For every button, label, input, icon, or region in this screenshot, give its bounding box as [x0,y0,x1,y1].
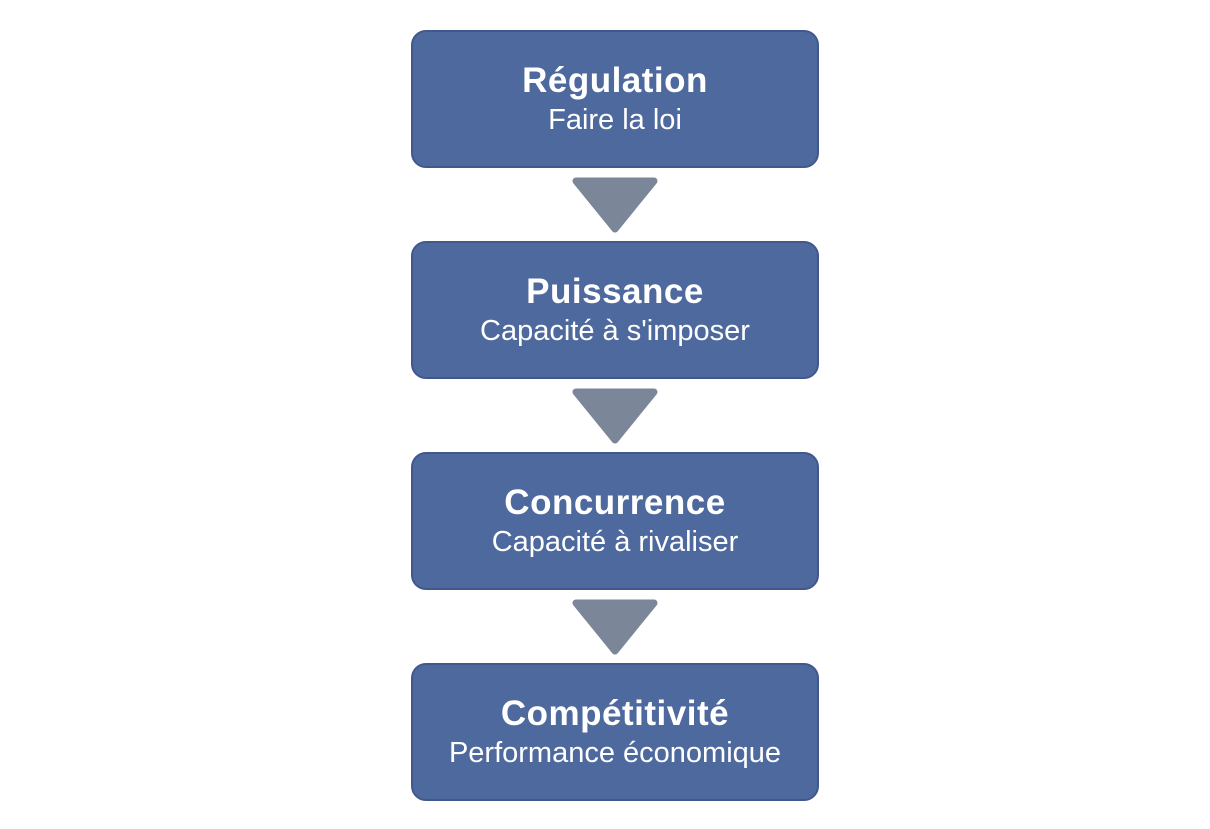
step-subtitle: Faire la loi [548,103,682,136]
step-title: Concurrence [504,482,726,522]
flow-box-puissance: Puissance Capacité à s'imposer [411,241,819,379]
step-subtitle: Capacité à s'imposer [480,314,750,347]
flow-box-regulation: Régulation Faire la loi [411,30,819,168]
connector-3 [572,590,658,663]
flow-column: Régulation Faire la loi Puissance Capaci… [411,30,819,801]
step-title: Compétitivité [500,693,730,733]
step-subtitle: Performance économique [448,736,782,769]
step-subtitle: Capacité à rivaliser [491,525,739,558]
down-arrow-icon [572,599,658,654]
down-arrow-icon [572,388,658,443]
connector-2 [572,379,658,452]
flow-box-competitivite: Compétitivité Performance économique [411,663,819,801]
down-arrow-icon [572,177,658,232]
flow-box-concurrence: Concurrence Capacité à rivaliser [411,452,819,590]
step-title: Puissance [526,271,704,311]
connector-1 [572,168,658,241]
step-title: Régulation [522,60,708,100]
